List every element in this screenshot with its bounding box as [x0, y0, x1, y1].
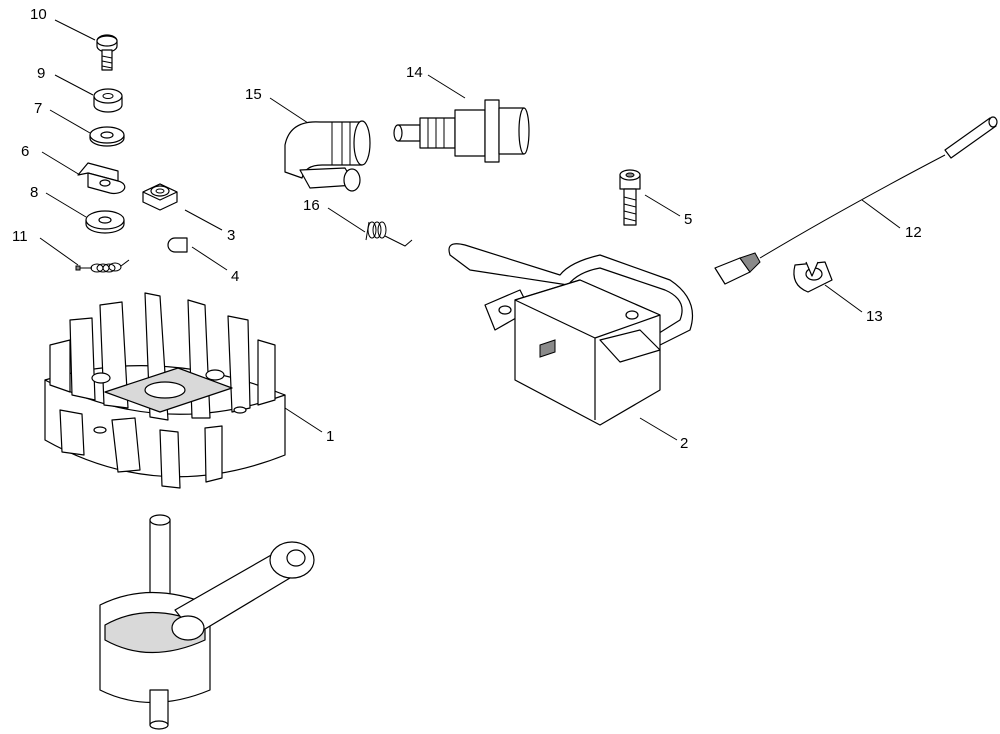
callout-5: 5	[684, 211, 692, 228]
part-10-screw	[96, 34, 118, 71]
callout-13: 13	[866, 308, 883, 325]
part-3-nut	[142, 183, 178, 211]
leader-12	[861, 199, 901, 229]
callout-14: 14	[406, 64, 423, 81]
part-14-spark-plug	[393, 99, 530, 163]
callout-3: 3	[227, 227, 235, 244]
callout-10: 10	[30, 6, 47, 23]
part-5-screw	[619, 169, 641, 226]
part-1-flywheel	[44, 292, 286, 489]
part-6-bracket	[77, 162, 126, 195]
leader-9	[54, 74, 94, 96]
callout-4: 4	[231, 268, 239, 285]
leader-5	[644, 194, 681, 217]
part-2-ignition-coil	[448, 243, 694, 426]
leader-lines	[39, 19, 901, 441]
leader-8	[45, 192, 87, 218]
part-15-boot	[284, 120, 371, 192]
part-11-spring	[75, 259, 130, 273]
leader-2	[639, 417, 678, 441]
callout-1: 1	[326, 428, 334, 445]
leader-4	[191, 246, 228, 271]
leader-13	[824, 284, 863, 313]
callout-11: 11	[12, 228, 28, 245]
callout-2: 2	[680, 435, 688, 452]
callout-15: 15	[245, 86, 262, 103]
part-9-spacer	[93, 88, 123, 113]
leader-6	[41, 151, 81, 176]
part-13-clip	[793, 261, 833, 293]
callout-labels: 10 9 7 6 8 11 3 4 1 15 14 16 5 2 12 13	[12, 6, 922, 452]
leader-7	[49, 109, 91, 134]
crankshaft-assembly	[99, 514, 315, 730]
leader-14	[427, 74, 466, 99]
leader-15	[269, 97, 309, 124]
callout-8: 8	[30, 184, 38, 201]
part-4-key	[167, 237, 188, 253]
callout-16: 16	[303, 197, 320, 214]
leader-11	[39, 237, 79, 266]
part-7-washer	[89, 126, 125, 147]
callout-7: 7	[34, 100, 42, 117]
leader-3	[184, 209, 223, 231]
leader-1	[284, 407, 323, 433]
part-12-wire	[714, 116, 998, 285]
callout-6: 6	[21, 143, 29, 160]
callout-9: 9	[37, 65, 45, 82]
part-8-washer	[85, 210, 125, 234]
leader-10	[54, 19, 96, 41]
part-16-spring	[365, 221, 413, 247]
callout-12: 12	[905, 224, 922, 241]
leader-16	[327, 207, 366, 233]
